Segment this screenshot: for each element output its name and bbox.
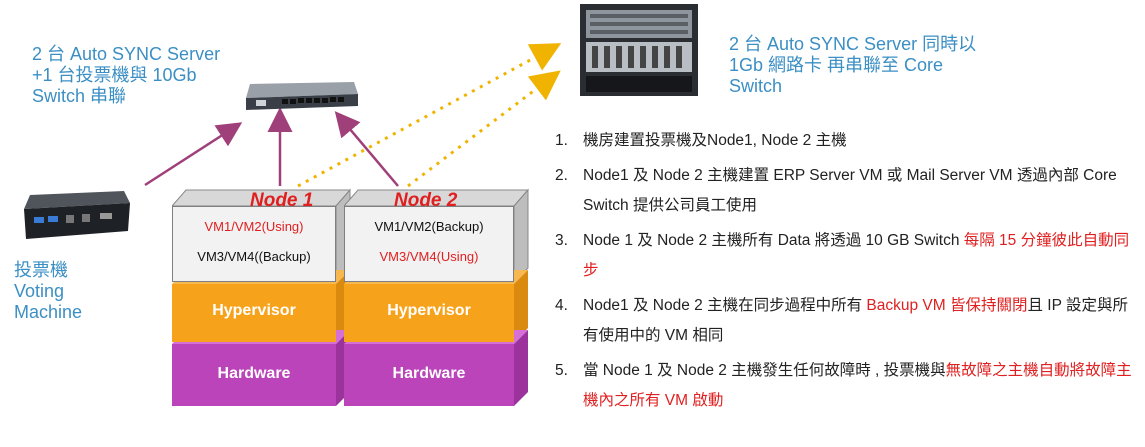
node-2-hypervisor-label: Hypervisor xyxy=(387,302,471,319)
list-item-text: 且 IP 設定與所有使用中的 VM 相同 xyxy=(583,297,1128,344)
list-item-highlight: 無故障之主機自動將故障主機內之所有 VM 啟動 xyxy=(583,362,1132,409)
node-1-hardware-label: Hardware xyxy=(217,365,291,382)
node-2-hardware-label: Hardware xyxy=(392,365,466,382)
core-switch-caption: 2 台 Auto SYNC Server 同時以 1Gb 網路卡 再串聯至 Co… xyxy=(729,34,977,96)
list-item: 3. Node 1 及 Node 2 主機所有 Data 將透過 10 GB S… xyxy=(555,226,1135,286)
list-item-text: Node 1 及 Node 2 主機所有 Data 將透過 10 GB Swit… xyxy=(583,232,964,249)
node-1-vm-bottom: VM3/VM4((Backup) xyxy=(197,249,311,264)
list-item-text: Node1 及 Node 2 主機建置 ERP Server VM 或 Mail… xyxy=(583,167,1117,214)
dotted-node2-to-core xyxy=(407,70,561,188)
node-1-stack: VM1/VM2(Using) VM3/VM4((Backup) Hypervis… xyxy=(172,186,352,408)
list-item: 1. 機房建置投票機及Node1, Node 2 主機 xyxy=(555,126,1135,156)
list-item-number: 2. xyxy=(555,167,568,184)
node-2-title: Node 2 xyxy=(394,190,458,211)
list-item-text: 當 Node 1 及 Node 2 主機發生任何故障時 , 投票機與 xyxy=(583,362,946,379)
node-2-vm-box: VM1/VM2(Backup) VM3/VM4(Using) xyxy=(344,206,514,282)
node-2-hardware: Hardware xyxy=(344,344,514,406)
list-item-highlight: 每隔 15 分鐘彼此自動同步 xyxy=(583,232,1130,279)
list-item-text: Node1 及 Node 2 主機在同步過程中所有 xyxy=(583,297,867,314)
core-switch-icon xyxy=(580,4,698,96)
node-2-hypervisor: Hypervisor xyxy=(344,284,514,342)
list-item-number: 5. xyxy=(555,362,568,379)
node-2-vm-top: VM1/VM2(Backup) xyxy=(374,219,484,234)
node-1-hypervisor: Hypervisor xyxy=(172,284,336,342)
list-item-highlight: Backup VM 皆保持關閉 xyxy=(866,297,1028,314)
list-item: 4. Node1 及 Node 2 主機在同步過程中所有 Backup VM 皆… xyxy=(555,291,1135,351)
network-switch-icon xyxy=(246,82,358,110)
switch-caption: 2 台 Auto SYNC Server +1 台投票機與 10Gb Switc… xyxy=(32,44,221,106)
node-2-vm-bottom: VM3/VM4(Using) xyxy=(379,249,479,264)
node-2-stack: VM1/VM2(Backup) VM3/VM4(Using) Hyperviso… xyxy=(344,186,530,408)
arrow-voting-to-switch xyxy=(144,122,243,187)
node-1-hardware: Hardware xyxy=(172,344,336,406)
arrow-node2-to-switch xyxy=(334,111,399,187)
node-1-vm-box: VM1/VM2(Using) VM3/VM4((Backup) xyxy=(172,206,336,282)
voting-machine-icon xyxy=(24,191,130,239)
voting-machine-caption: 投票機 Voting Machine xyxy=(14,260,83,322)
list-item: 2. Node1 及 Node 2 主機建置 ERP Server VM 或 M… xyxy=(555,161,1135,221)
node-1-title: Node 1 xyxy=(250,190,314,211)
node-1-hypervisor-label: Hypervisor xyxy=(212,302,296,319)
list-item-number: 4. xyxy=(555,297,568,314)
list-item-number: 1. xyxy=(555,132,568,149)
list-item-number: 3. xyxy=(555,232,568,249)
list-item: 5. 當 Node 1 及 Node 2 主機發生任何故障時 , 投票機與無故障… xyxy=(555,356,1135,416)
description-list: 1. 機房建置投票機及Node1, Node 2 主機 2. Node1 及 N… xyxy=(555,126,1135,421)
dotted-node1-to-core xyxy=(297,43,562,188)
list-item-text: 機房建置投票機及Node1, Node 2 主機 xyxy=(583,132,847,149)
node-1-vm-top: VM1/VM2(Using) xyxy=(204,219,304,234)
